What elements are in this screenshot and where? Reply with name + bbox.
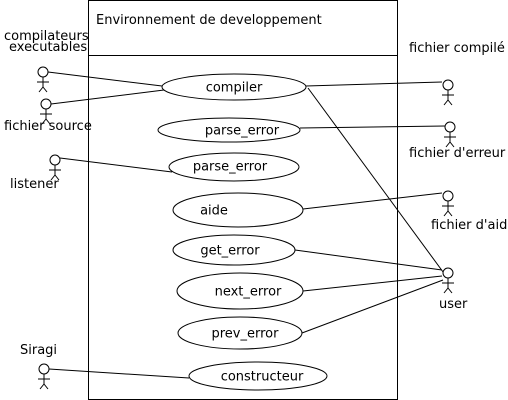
actor-left-leg bbox=[39, 383, 45, 390]
association-compilateurs-compiler bbox=[47, 71, 163, 87]
actor-fichier-compile[interactable] bbox=[442, 79, 454, 106]
use-case-parse-error-2[interactable]: parse_error bbox=[168, 152, 300, 182]
actor-label-user: user bbox=[439, 297, 468, 312]
actor-label-compilateurs: compilateurs bbox=[4, 29, 89, 44]
use-case-label: prev_error bbox=[212, 327, 280, 342]
use-case-prev-error[interactable]: prev_error bbox=[177, 316, 303, 350]
use-case-label: parse_error bbox=[193, 160, 268, 175]
actor-listener[interactable] bbox=[49, 154, 61, 181]
actor-label-listener: listener bbox=[10, 177, 59, 192]
actor-left-leg bbox=[443, 210, 449, 217]
actor-head bbox=[40, 98, 52, 110]
actor-siragi[interactable] bbox=[38, 363, 50, 390]
actor-right-leg bbox=[447, 287, 453, 294]
actor-right-leg bbox=[447, 99, 453, 106]
actor-label-executables: executables bbox=[9, 40, 87, 55]
actor-left-leg bbox=[50, 174, 56, 181]
actor-head bbox=[37, 66, 49, 78]
association-listener-parse2 bbox=[59, 157, 173, 173]
actor-label-siragi: Siragi bbox=[20, 343, 57, 358]
actor-head bbox=[442, 267, 454, 279]
actor-left-leg bbox=[443, 287, 449, 294]
use-case-parse-error-1[interactable]: parse_error bbox=[157, 117, 301, 143]
actor-fichier-source[interactable] bbox=[40, 98, 52, 125]
association-compiler-user bbox=[307, 87, 447, 277]
actor-right-leg bbox=[43, 383, 49, 390]
actor-compilateurs[interactable] bbox=[37, 66, 49, 93]
actor-label-fichier-compile: fichier compilé bbox=[409, 41, 505, 56]
actor-label-fichier-source: fichier source bbox=[4, 119, 92, 134]
association-aide-fichier-aide bbox=[302, 192, 443, 210]
system-title: Environnement de developpement bbox=[96, 13, 322, 28]
actor-right-leg bbox=[42, 86, 48, 93]
use-case-get-error[interactable]: get_error bbox=[172, 234, 296, 266]
actor-head bbox=[442, 190, 454, 202]
actor-head bbox=[442, 79, 454, 91]
association-prev-error-user bbox=[301, 279, 444, 334]
association-parse1-fichier-erreur bbox=[299, 125, 446, 129]
association-get-error-user bbox=[294, 249, 443, 271]
actor-label-fichier-aide: fichier d'aide bbox=[431, 218, 508, 233]
use-case-compiler[interactable]: compiler bbox=[161, 73, 307, 101]
actor-left-leg bbox=[445, 141, 451, 148]
actor-left-leg bbox=[38, 86, 44, 93]
association-compiler-fichier-compile bbox=[305, 81, 443, 87]
actor-user[interactable] bbox=[442, 267, 454, 294]
actors bbox=[37, 66, 456, 390]
actor-right-leg bbox=[54, 174, 60, 181]
actor-right-leg bbox=[447, 210, 453, 217]
actor-right-leg bbox=[45, 118, 51, 125]
associations bbox=[47, 71, 447, 379]
actor-head bbox=[49, 154, 61, 166]
use-case-label: parse_error bbox=[205, 124, 280, 139]
association-siragi-constructeur bbox=[48, 368, 190, 379]
use-case-label: constructeur bbox=[221, 370, 304, 385]
actor-right-leg bbox=[449, 141, 455, 148]
actor-left-leg bbox=[443, 99, 449, 106]
actor-head bbox=[38, 363, 50, 375]
use-case-label: aide bbox=[200, 204, 228, 219]
use-case-label: next_error bbox=[215, 285, 282, 300]
use-case-next-error[interactable]: next_error bbox=[176, 272, 304, 310]
actor-fichier-erreur[interactable] bbox=[444, 121, 456, 148]
actor-left-leg bbox=[41, 118, 47, 125]
use-case-constructeur[interactable]: constructeur bbox=[188, 361, 328, 391]
actor-label-fichier-erreur: fichier d'erreur bbox=[409, 146, 506, 161]
association-fichier-source-compiler bbox=[50, 89, 165, 105]
use-case-label: compiler bbox=[206, 81, 263, 96]
use-case-label: get_error bbox=[200, 244, 260, 259]
association-next-error-user bbox=[302, 275, 443, 292]
use-case-aide[interactable]: aide bbox=[172, 192, 304, 228]
actor-head bbox=[444, 121, 456, 133]
actor-fichier-aide[interactable] bbox=[442, 190, 454, 217]
